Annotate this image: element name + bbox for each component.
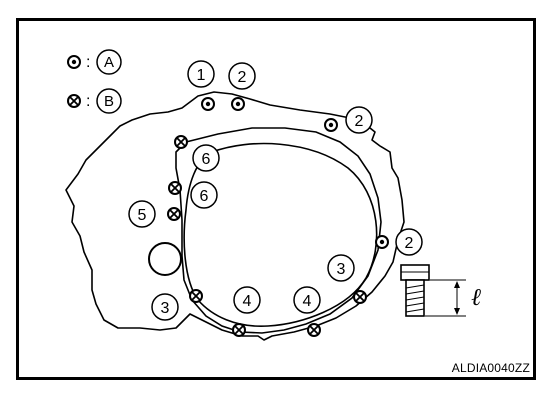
- callout-2c: 2: [395, 228, 423, 256]
- callout-2b-label: 2: [355, 113, 364, 130]
- bolt-b-5: [232, 323, 246, 337]
- callout-5-label: 5: [138, 207, 147, 224]
- callout-3b-label: 3: [161, 300, 170, 317]
- callout-4a: 4: [233, 286, 261, 314]
- bolt-a-1: [201, 97, 215, 111]
- callout-6b: 6: [190, 181, 218, 209]
- bolt-a-3: [324, 118, 338, 132]
- callout-2b: 2: [345, 106, 373, 134]
- legend-a-callout: A: [96, 49, 122, 75]
- callout-3b: 3: [151, 293, 179, 321]
- callout-6a-label: 6: [202, 151, 211, 168]
- bolt-b-3: [167, 207, 181, 221]
- legend-separator-a: :: [86, 54, 90, 71]
- bolt-a-2: [231, 97, 245, 111]
- callout-3a: 3: [327, 254, 355, 282]
- bolt-a-positions: [201, 97, 389, 249]
- bolt-a-symbol: [67, 55, 81, 69]
- legend-separator-b: :: [86, 93, 90, 110]
- figure-code: ALDIA0040ZZ: [451, 361, 530, 375]
- callout-4b-label: 4: [303, 293, 312, 310]
- bell-opening: [183, 142, 378, 327]
- callout-5: 5: [128, 200, 156, 228]
- callout-1-label: 1: [197, 67, 206, 84]
- bolt-side-view: ℓ: [400, 264, 481, 317]
- callout-2c-label: 2: [405, 235, 414, 252]
- length-symbol: ℓ: [471, 285, 481, 311]
- dowel-hole: [148, 242, 182, 276]
- legend: : A : B: [67, 49, 122, 114]
- bolt-b-symbol: [67, 94, 81, 108]
- callout-2a: 2: [228, 62, 256, 90]
- callout-1: 1: [187, 60, 215, 88]
- diagram-frame: [16, 18, 536, 380]
- bolt-b-2: [168, 181, 182, 195]
- legend-b-callout: B: [96, 88, 122, 114]
- legend-a-label: A: [104, 54, 114, 71]
- bolt-b-6: [307, 323, 321, 337]
- callout-2a-label: 2: [238, 69, 247, 86]
- callouts: 1 2 2 2 6 6 5 3: [128, 60, 423, 321]
- bolt-b-1: [174, 135, 188, 149]
- bolt-b-4: [189, 289, 203, 303]
- callout-4b: 4: [293, 286, 321, 314]
- bolt-b-positions: [167, 135, 367, 337]
- bolt-b-7: [353, 290, 367, 304]
- callout-6b-label: 6: [200, 188, 209, 205]
- bolt-a-4: [375, 235, 389, 249]
- callout-6a: 6: [192, 144, 220, 172]
- callout-3a-label: 3: [337, 261, 346, 278]
- callout-4a-label: 4: [243, 293, 252, 310]
- flange-inner-outline: [175, 127, 382, 334]
- legend-b-label: B: [104, 93, 114, 110]
